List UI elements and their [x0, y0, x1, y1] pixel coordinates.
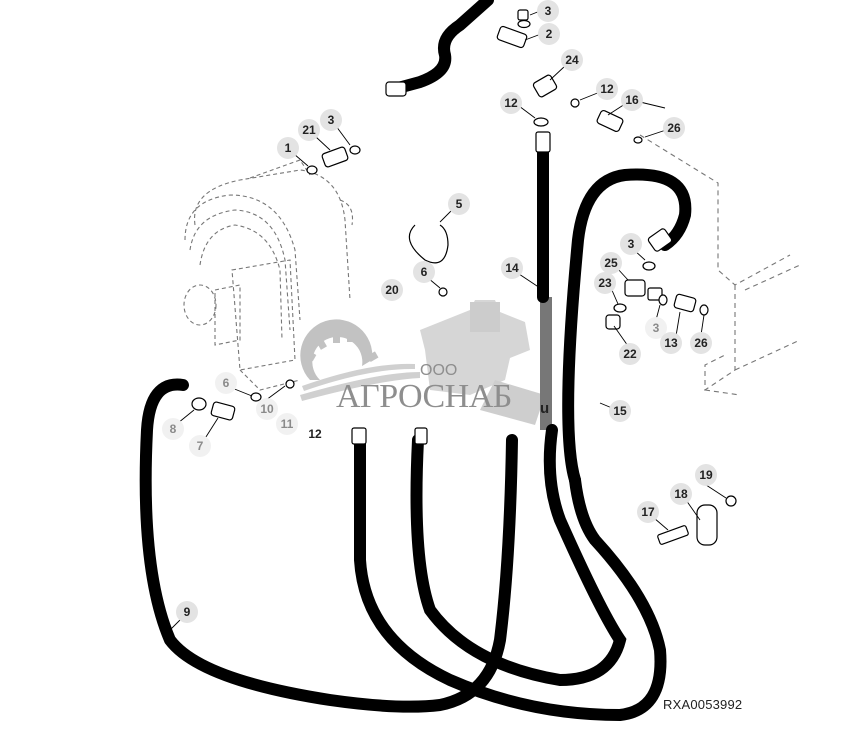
callout-7: 7	[189, 435, 211, 457]
callout-11: 11	[276, 413, 298, 435]
callout-9: 9	[176, 601, 198, 623]
callout-6: 6	[215, 372, 237, 394]
callout-15: 15	[609, 400, 631, 422]
hose-loop-a	[410, 424, 627, 687]
fittings	[191, 9, 737, 546]
hose-15	[562, 168, 692, 486]
callout-10: 10	[256, 398, 278, 420]
stray-glyph: u	[540, 400, 550, 417]
callout-12: 12	[500, 92, 522, 114]
callout-26: 26	[690, 332, 712, 354]
callout-2: 2	[538, 23, 560, 45]
callout-24: 24	[561, 49, 583, 71]
hose-9	[139, 378, 518, 713]
callout-13: 13	[660, 332, 682, 354]
callout-20: 20	[381, 279, 403, 301]
callout-12: 12	[596, 78, 618, 100]
callout-26: 26	[663, 117, 685, 139]
callout-16: 16	[621, 89, 643, 111]
hydraulic-hoses	[139, 0, 692, 722]
watermark-prefix: ООО	[420, 362, 458, 379]
callout-3: 3	[645, 317, 667, 339]
callout-18: 18	[670, 483, 692, 505]
callout-3: 3	[620, 233, 642, 255]
callout-6: 6	[413, 261, 435, 283]
watermark-name: АГРОСНАБ	[336, 378, 512, 415]
reference-code: RXA0053992	[663, 697, 743, 712]
frame-outline	[639, 134, 801, 396]
callout-3: 3	[537, 0, 559, 22]
callout-5: 5	[448, 193, 470, 215]
callout-23: 23	[594, 272, 616, 294]
hose-loop-b	[354, 434, 667, 722]
callout-22: 22	[619, 343, 641, 365]
callout-14: 14	[501, 257, 523, 279]
callout-19: 19	[695, 464, 717, 486]
callout-17: 17	[637, 501, 659, 523]
hose-highlight-bar	[540, 297, 552, 430]
callout-12: 12	[308, 427, 322, 441]
callout-1: 1	[277, 137, 299, 159]
callout-3: 3	[320, 109, 342, 131]
watermark-logo-icon	[300, 300, 545, 425]
callout-25: 25	[600, 252, 622, 274]
callout-8: 8	[162, 418, 184, 440]
pump-housing-outline	[183, 159, 354, 391]
callout-21: 21	[298, 119, 320, 141]
hose-top	[392, 0, 494, 94]
